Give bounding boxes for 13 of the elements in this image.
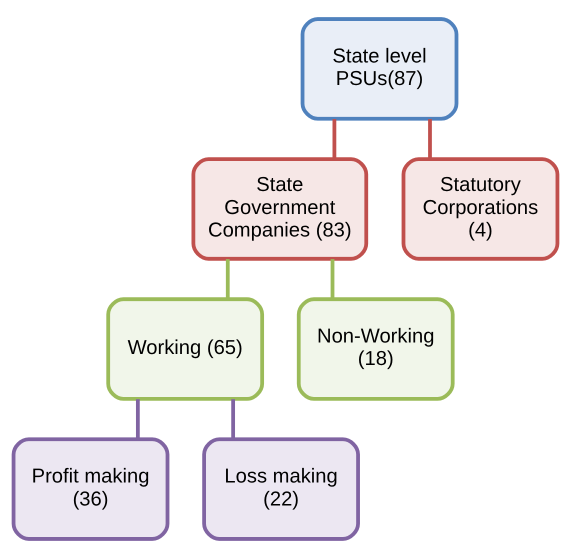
node-box: Loss making (22): [202, 437, 360, 541]
connector: [428, 119, 432, 159]
node-box: Statutory Corporations (4): [402, 157, 560, 261]
connector: [330, 259, 334, 299]
node-box: State Government Companies (83): [191, 157, 368, 261]
node-box: Non-Working (18): [296, 297, 455, 401]
connector: [231, 399, 236, 439]
node-box: State level PSUs(87): [300, 17, 458, 121]
connector: [226, 259, 230, 299]
node-box: Profit making (36): [12, 437, 170, 541]
node-box: Working (65): [106, 297, 264, 401]
connector: [332, 119, 336, 159]
connector: [136, 399, 140, 439]
